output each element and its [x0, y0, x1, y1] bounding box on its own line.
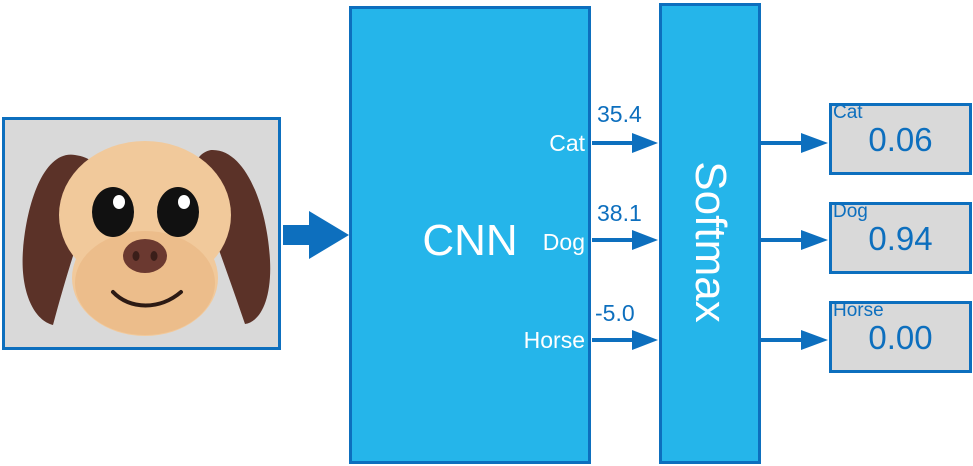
- score-dog: 38.1: [597, 200, 642, 226]
- softmax-block: Softmax: [659, 3, 761, 464]
- score-horse: -5.0: [595, 300, 635, 326]
- prob-value-dog: 0.94: [868, 220, 933, 257]
- prob-value-horse: 0.00: [868, 319, 933, 356]
- score-cat: 35.4: [597, 101, 642, 127]
- cnn-block: CNN Cat Dog Horse: [349, 6, 591, 464]
- cnn-output-label-horse: Horse: [523, 327, 585, 353]
- score-arrow-dog: [592, 230, 658, 250]
- prob-arrow-dog: [761, 230, 828, 250]
- prob-label-dog: Dog: [833, 201, 868, 222]
- cnn-output-label-dog: Dog: [542, 229, 585, 255]
- prob-box-horse: Horse 0.00: [829, 300, 972, 373]
- prob-arrow-horse: [761, 330, 828, 350]
- input-arrow: [283, 211, 349, 259]
- cnn-output-label-cat: Cat: [549, 130, 585, 156]
- prob-value-cat: 0.06: [868, 121, 933, 158]
- prob-box-dog: Dog 0.94: [829, 201, 972, 274]
- dog-face-icon: [22, 141, 271, 336]
- input-image-frame: [2, 117, 281, 350]
- prob-label-cat: Cat: [833, 102, 863, 123]
- score-arrow-horse: [592, 330, 658, 350]
- softmax-title: Softmax: [686, 161, 735, 323]
- prob-label-horse: Horse: [833, 300, 884, 321]
- score-arrow-cat: [592, 133, 658, 153]
- prob-box-cat: Cat 0.06: [829, 102, 972, 175]
- cnn-title: CNN: [422, 216, 518, 265]
- prob-arrow-cat: [761, 133, 828, 153]
